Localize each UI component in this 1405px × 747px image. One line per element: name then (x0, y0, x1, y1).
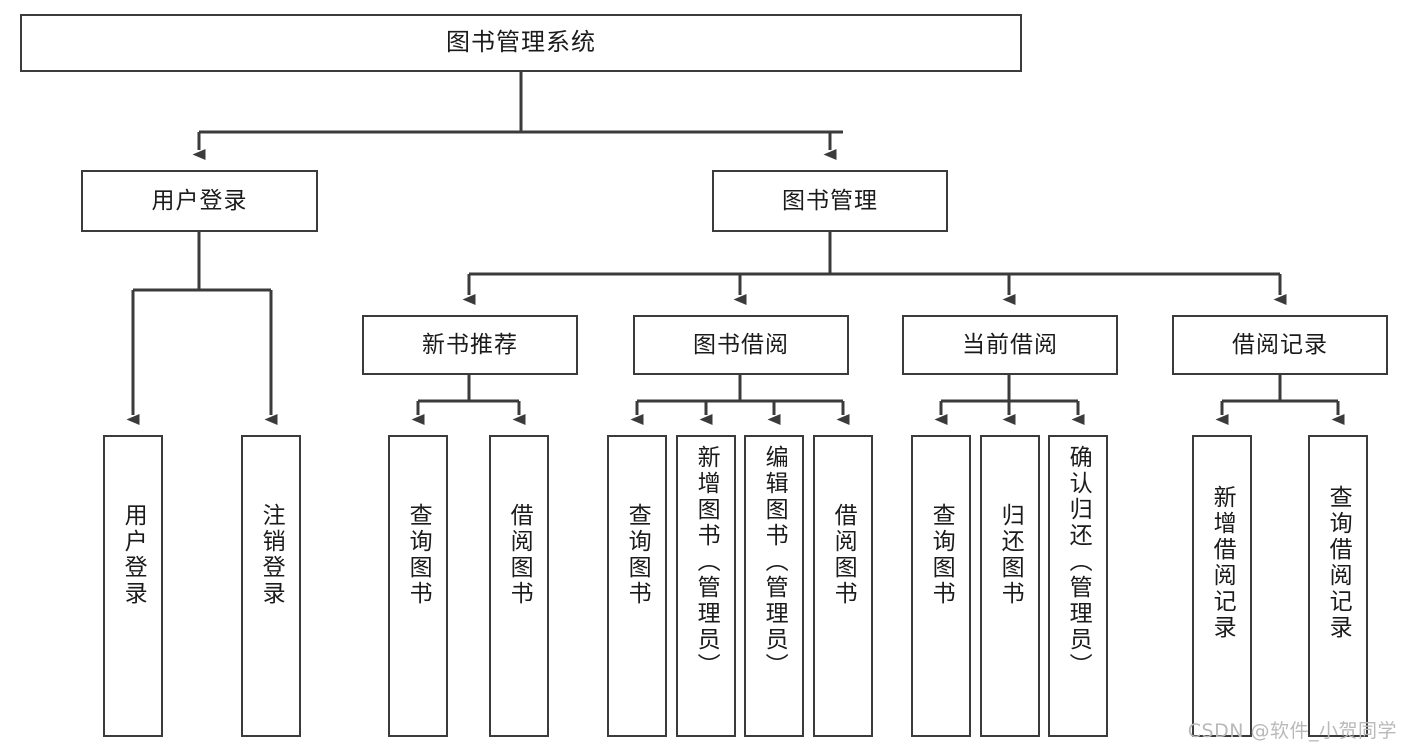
node-current-borrow-label: 当前借阅 (962, 331, 1058, 358)
node-borrow-record-label: 借阅记录 (1232, 331, 1328, 358)
csdn-watermark: CSDN @软件_小贺同学 (1187, 720, 1397, 742)
node-current-borrow[interactable]: 当前借阅 (902, 315, 1118, 375)
node-leaf-edit-book[interactable]: 编辑图书（管理员） (744, 435, 804, 737)
node-root[interactable]: 图书管理系统 (20, 14, 1022, 72)
node-leaf-add-record[interactable]: 新增借阅记录 (1192, 435, 1252, 737)
node-leaf-edit-book-label: 编辑图书（管理员） (761, 445, 788, 679)
node-root-label: 图书管理系统 (446, 28, 596, 57)
node-leaf-query-book-3[interactable]: 查询图书 (911, 435, 971, 737)
node-leaf-borrow-book-2-label: 借阅图书 (830, 503, 857, 607)
node-leaf-query-book-1[interactable]: 查询图书 (388, 435, 448, 737)
node-leaf-query-record[interactable]: 查询借阅记录 (1308, 435, 1368, 737)
node-book-borrow[interactable]: 图书借阅 (633, 315, 849, 375)
node-leaf-query-book-3-label: 查询图书 (928, 503, 955, 607)
node-leaf-user-logout[interactable]: 注销登录 (241, 435, 301, 737)
node-leaf-query-book-2-label: 查询图书 (624, 503, 651, 607)
node-leaf-user-login[interactable]: 用户登录 (103, 435, 163, 737)
node-leaf-return-book-label: 归还图书 (997, 503, 1024, 607)
node-new-book-recommend-label: 新书推荐 (422, 331, 518, 358)
node-leaf-borrow-book-1-label: 借阅图书 (506, 503, 533, 607)
node-leaf-borrow-book-2[interactable]: 借阅图书 (813, 435, 873, 737)
node-leaf-return-book[interactable]: 归还图书 (980, 435, 1040, 737)
node-user-login[interactable]: 用户登录 (81, 170, 318, 232)
node-leaf-confirm-return[interactable]: 确认归还（管理员） (1048, 435, 1108, 737)
node-leaf-add-book-label: 新增图书（管理员） (693, 445, 720, 679)
node-new-book-recommend[interactable]: 新书推荐 (362, 315, 578, 375)
node-borrow-record[interactable]: 借阅记录 (1172, 315, 1388, 375)
node-leaf-query-book-1-label: 查询图书 (405, 503, 432, 607)
node-leaf-add-record-label: 新增借阅记录 (1209, 485, 1236, 641)
node-leaf-borrow-book-1[interactable]: 借阅图书 (489, 435, 549, 737)
node-book-borrow-label: 图书借阅 (693, 331, 789, 358)
node-leaf-add-book[interactable]: 新增图书（管理员） (676, 435, 736, 737)
node-leaf-confirm-return-label: 确认归还（管理员） (1065, 445, 1092, 679)
node-leaf-query-record-label: 查询借阅记录 (1325, 485, 1352, 641)
node-leaf-user-login-label: 用户登录 (120, 503, 147, 607)
node-user-login-label: 用户登录 (151, 187, 248, 214)
node-book-management-label: 图书管理 (782, 187, 878, 214)
node-book-management[interactable]: 图书管理 (712, 170, 948, 232)
node-leaf-query-book-2[interactable]: 查询图书 (607, 435, 667, 737)
node-leaf-user-logout-label: 注销登录 (258, 503, 285, 607)
